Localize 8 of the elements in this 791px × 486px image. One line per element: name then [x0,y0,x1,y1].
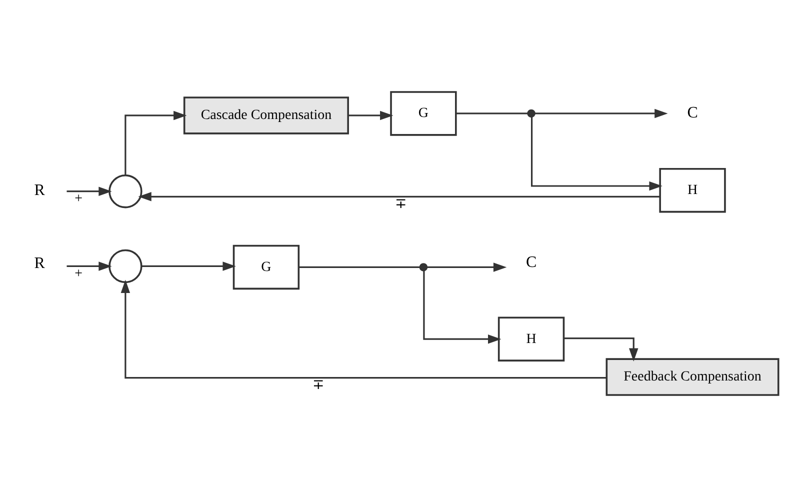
edge-label: ∓ [394,196,407,212]
node-text: C [687,104,698,121]
edge-label: + [74,266,83,281]
node-text: R [34,254,45,272]
edge-label: ∓ [312,377,325,392]
edge-label: + [74,191,83,206]
node-text: C [526,254,537,271]
node-text: R [34,182,45,199]
